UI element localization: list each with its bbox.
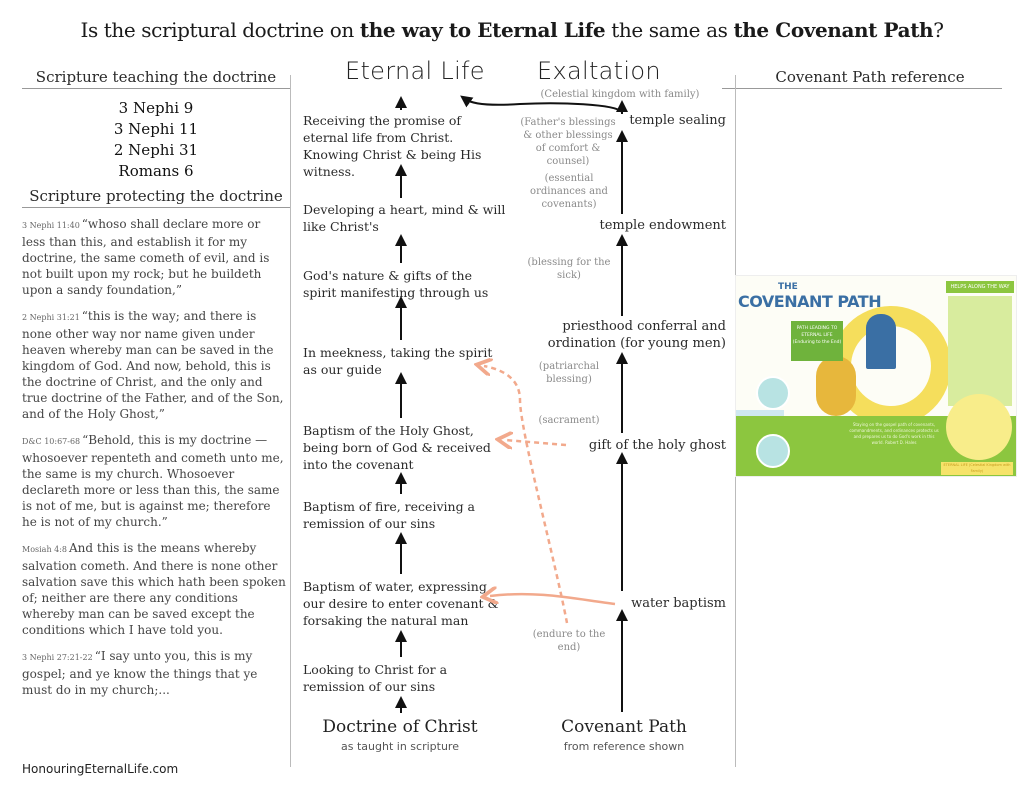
- doctrine-step: Baptism of the Holy Ghost, being born of…: [303, 423, 491, 472]
- doctrine-step: God's nature & gifts of the spirit manif…: [303, 268, 489, 300]
- eternal-life-heading: Eternal Life: [345, 57, 485, 85]
- reference-item[interactable]: Romans 6: [118, 162, 194, 180]
- covenant-path-sublabel: from reference shown: [563, 740, 685, 753]
- doctrine-step: Developing a heart, mind & will like Chr…: [303, 202, 506, 234]
- scripture-quotes: 3 Nephi 11:40“whoso shall declare more o…: [22, 216, 286, 708]
- quote-ref: 3 Nephi 11:40: [22, 221, 80, 230]
- covenant-step: water baptism: [631, 596, 726, 611]
- protecting-header: Scripture protecting the doctrine: [29, 187, 283, 205]
- holy-ghost-circle-icon: [756, 434, 790, 468]
- covenant-note: (blessing for the sick): [527, 257, 611, 281]
- helps-panel: [948, 296, 1012, 406]
- title-text: ?: [933, 18, 944, 42]
- covenant-note: (Father's blessings & other blessings of…: [520, 117, 616, 167]
- image-title-large: COVENANT PATH: [738, 292, 882, 311]
- teaching-header: Scripture teaching the doctrine: [35, 68, 277, 86]
- exaltation-to-eternal-life-connector: [460, 95, 623, 113]
- column-divider-left: [290, 75, 291, 767]
- doctrine-of-christ-sublabel: as taught in scripture: [341, 740, 459, 753]
- covenant-step: temple endowment: [599, 218, 726, 233]
- title-text: Is the scriptural doctrine on: [80, 18, 360, 42]
- exaltation-heading: Exaltation: [537, 57, 661, 85]
- covenant-note: (patriarchal blessing): [538, 361, 600, 385]
- reference-item[interactable]: 2 Nephi 31: [113, 141, 199, 159]
- covenant-note: (essential ordinances and covenants): [530, 173, 608, 210]
- eternal-life-label: ETERNAL LIFE (Celestial Kingdom with Fam…: [941, 462, 1013, 475]
- temple-icon: [866, 314, 896, 369]
- divider: [722, 88, 1002, 89]
- reference-item[interactable]: 3 Nephi 11: [113, 120, 199, 138]
- website-link[interactable]: HonouringEternalLife.com: [22, 762, 179, 776]
- covenant-note: (sacrament): [538, 415, 600, 426]
- doctrine-step: Baptism of water, expressing our desire …: [303, 579, 499, 628]
- covenant-step: temple sealing: [629, 113, 726, 128]
- family-circle-icon: [946, 394, 1012, 460]
- divider: [22, 88, 290, 89]
- divider: [22, 207, 290, 208]
- image-title-small: THE: [778, 282, 798, 292]
- doctrine-of-christ-label: Doctrine of Christ: [322, 717, 478, 737]
- title-emphasis-eternal-life: the way to Eternal Life: [359, 18, 606, 42]
- ribbon-icon: [736, 410, 784, 416]
- reference-item[interactable]: 3 Nephi 9: [118, 99, 194, 117]
- title-emphasis-covenant-path: the Covenant Path: [733, 18, 934, 42]
- covenant-note: (endure to the end): [532, 629, 606, 653]
- quote-text: “whoso shall declare more or less than t…: [22, 217, 270, 297]
- title-text: the same as: [605, 18, 734, 42]
- quote-ref: 2 Nephi 31:21: [22, 313, 80, 322]
- path-label-box: PATH LEADING TO ETERNAL LIFE (Enduring t…: [791, 321, 843, 361]
- covenant-path-label: Covenant Path: [561, 717, 687, 737]
- doctrine-step: In meekness, taking the spirit as our gu…: [303, 345, 493, 377]
- covenant-step: gift of the holy ghost: [588, 438, 726, 453]
- baptism-circle-icon: [756, 376, 790, 410]
- page-title: Is the scriptural doctrine on the way to…: [0, 18, 1024, 42]
- covenant-step: priesthood conferral and ordination (for…: [547, 319, 726, 351]
- path-shape: [816, 356, 856, 416]
- quote-ref: 3 Nephi 27:21-22: [22, 653, 93, 662]
- doctrine-step: Looking to Christ for a remission of our…: [303, 662, 448, 694]
- quote-item: 3 Nephi 11:40“whoso shall declare more o…: [22, 216, 286, 298]
- exaltation-subheading: (Celestial kingdom with family): [540, 89, 700, 100]
- gift-holy-ghost-connector: [505, 440, 567, 445]
- quote-ref: Mosiah 4:8: [22, 545, 68, 554]
- doctrine-step: Baptism of fire, receiving a remission o…: [303, 499, 475, 531]
- quote-text: “I say unto you, this is my gospel; and …: [22, 649, 258, 697]
- quote-text: And this is the means whereby salvation …: [22, 541, 286, 637]
- scripture-references: 3 Nephi 9 3 Nephi 11 2 Nephi 31 Romans 6: [22, 98, 290, 182]
- reference-header: Covenant Path reference: [775, 68, 965, 86]
- quote-text: “Behold, this is my doctrine — whosoever…: [22, 433, 284, 529]
- quote-ref: D&C 10:67-68: [22, 437, 81, 446]
- covenant-path-reference-image[interactable]: THE COVENANT PATH PATH LEADING TO ETERNA…: [735, 275, 1017, 477]
- water-baptism-connector: [490, 594, 616, 604]
- quote-text: “this is the way; and there is none othe…: [22, 309, 284, 421]
- quote-item: D&C 10:67-68“Behold, this is my doctrine…: [22, 432, 286, 530]
- image-quote: Staying on the gospel path of covenants,…: [849, 422, 939, 445]
- quote-item: 3 Nephi 27:21-22“I say unto you, this is…: [22, 648, 286, 698]
- quote-item: 2 Nephi 31:21“this is the way; and there…: [22, 308, 286, 422]
- doctrine-step: Receiving the promise of eternal life fr…: [303, 113, 482, 179]
- helps-label: HELPS ALONG THE WAY: [946, 281, 1014, 293]
